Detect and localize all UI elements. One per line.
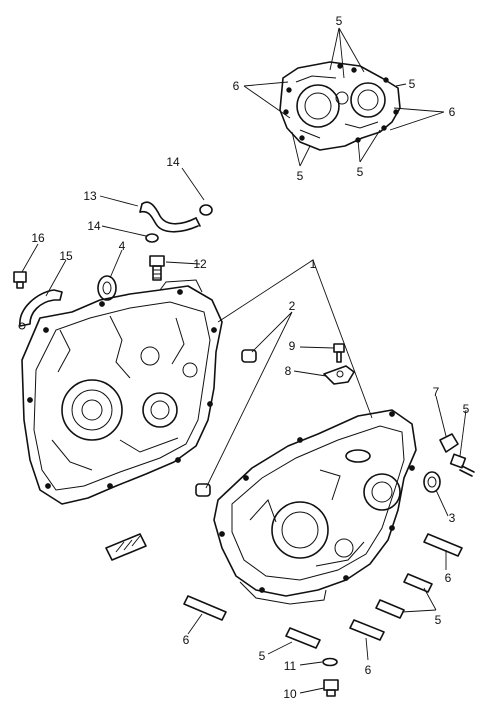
clamp-7	[439, 433, 459, 453]
cable-guide	[19, 289, 63, 327]
washer-11	[322, 657, 338, 667]
plate-8	[323, 365, 355, 385]
leader-lines	[21, 27, 467, 694]
callout-2: 2	[289, 299, 296, 313]
callout-6-bottom-left: 6	[183, 633, 190, 647]
bolt-16	[13, 271, 27, 289]
callout-3: 3	[449, 511, 456, 525]
bolt-5-right-a	[403, 573, 433, 593]
callout-6-top-left: 6	[233, 79, 240, 93]
callout-5-bottom: 5	[259, 649, 266, 663]
callout-8: 8	[285, 364, 292, 378]
callout-12: 12	[193, 257, 207, 271]
callout-6-right: 6	[445, 571, 452, 585]
bolt-6-right	[423, 533, 463, 557]
breather-fitting	[149, 255, 165, 281]
hose-clip-lower	[145, 233, 159, 243]
callout-5-top: 5	[336, 14, 343, 28]
callout-13: 13	[83, 189, 97, 203]
callout-11: 11	[284, 659, 297, 673]
callout-15: 15	[59, 249, 73, 263]
crankcase-bolt-view	[279, 61, 401, 151]
bolt-6-bottom-right	[349, 619, 385, 641]
callout-4: 4	[119, 239, 126, 253]
callout-1: 1	[310, 257, 317, 271]
bolt-5-right-top	[449, 453, 475, 477]
breather-hose	[139, 201, 199, 233]
hose-clip-upper	[199, 204, 213, 216]
forward-arrow-icon	[105, 533, 147, 561]
callout-16: 16	[31, 231, 45, 245]
dowel-pin-upper	[241, 349, 257, 363]
drain-plug-10	[323, 679, 339, 697]
screw-9	[333, 343, 345, 363]
callout-10: 10	[283, 687, 297, 701]
left-crankcase	[21, 279, 223, 505]
callout-5-bottom-right: 5	[357, 165, 364, 179]
right-crankcase	[213, 409, 417, 605]
bolt-5-bottom	[285, 627, 321, 649]
small-parts	[13, 201, 475, 697]
callout-5-bottom-left: 5	[297, 169, 304, 183]
dowel-pin-lower	[195, 483, 211, 497]
callout-5-right: 5	[463, 402, 470, 416]
callout-6-bottom-right: 6	[365, 663, 372, 677]
callout-5-top-right: 5	[409, 77, 416, 91]
bolt-5-right-b	[375, 599, 405, 619]
oil-seal-right	[423, 471, 441, 493]
callout-7: 7	[433, 385, 440, 399]
callout-6-top-right: 6	[449, 105, 456, 119]
callout-9: 9	[289, 339, 296, 353]
callout-5-right-lower: 5	[435, 613, 442, 627]
oil-seal-left	[97, 275, 117, 301]
callout-14-lower: 14	[87, 219, 101, 233]
callouts: 5 6 5 6 5 5 14 13 14 12 4 16 15 1 2 9 8 …	[31, 14, 469, 701]
callout-14-upper: 14	[166, 155, 180, 169]
bolt-6-bottom-left	[183, 595, 227, 621]
